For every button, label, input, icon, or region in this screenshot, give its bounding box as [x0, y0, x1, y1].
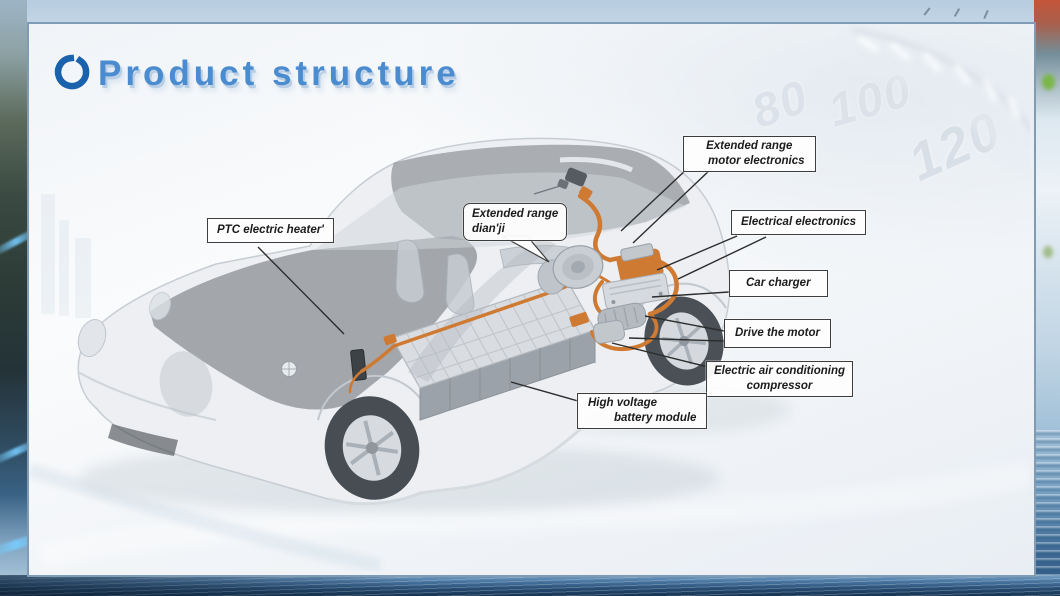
callout-text: Electrical electronics — [741, 216, 857, 228]
speedometer-tick — [923, 7, 931, 16]
callout-text: PTC electric heater' — [217, 224, 324, 236]
callout-drive-the-motor: Drive the motor — [724, 319, 831, 348]
callout-electrical-electronics: Electrical electronics — [731, 210, 867, 235]
callout-text: Electric air conditioning — [714, 365, 845, 377]
callout-extended-range-motor-electronics: Extended range motor electronics — [683, 136, 816, 172]
callout-text: Extended range — [706, 140, 793, 152]
faint-skyline — [59, 220, 69, 316]
callout-car-charger: Car charger — [729, 270, 828, 297]
open-ring-icon — [54, 54, 90, 90]
callout-extended-range-generator: Extended range dian'ji — [463, 203, 568, 241]
callout-text: Car charger — [746, 277, 811, 289]
callout-text: battery module — [614, 411, 697, 424]
faint-skyline — [75, 238, 91, 318]
foliage-blob — [1043, 246, 1053, 258]
callout-high-voltage-battery: High voltage battery module — [577, 393, 708, 429]
speedometer-tick — [983, 9, 989, 20]
callout-text: compressor — [746, 379, 813, 392]
callout-ptc-electric-heater: PTC electric heater' — [207, 218, 334, 243]
foliage-blob — [1042, 74, 1055, 90]
faint-skyline — [41, 194, 55, 314]
callout-electric-ac-compressor: Electric air conditioning compressor — [706, 361, 853, 397]
callout-text: dian'ji — [472, 222, 505, 235]
callout-text: Extended range — [472, 208, 559, 220]
bottom-blue-band — [0, 575, 1060, 596]
right-photo-strip — [1034, 0, 1060, 596]
callout-text: motor electronics — [708, 154, 805, 167]
left-photo-strip — [0, 0, 46, 596]
speedometer-tick — [953, 8, 961, 17]
callout-text: High voltage — [588, 397, 658, 409]
page-title: Product structure — [98, 54, 460, 93]
callout-text: Drive the motor — [735, 327, 820, 339]
